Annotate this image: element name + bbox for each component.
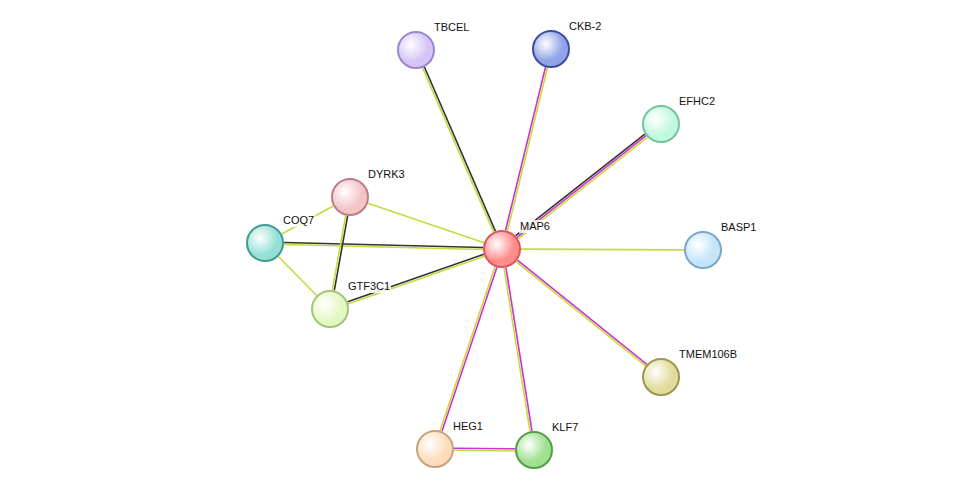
node-circle bbox=[642, 105, 680, 143]
interaction-edge bbox=[516, 260, 647, 366]
evidence-line bbox=[517, 260, 646, 364]
protein-node: DYRK3 bbox=[331, 178, 369, 216]
node-label: HEG1 bbox=[452, 420, 484, 433]
node-label: TMEM106B bbox=[678, 348, 738, 361]
interaction-edge bbox=[348, 254, 485, 303]
protein-node: EFHC2 bbox=[642, 105, 680, 143]
interaction-edge bbox=[332, 216, 347, 291]
evidence-line bbox=[507, 68, 547, 231]
node-circle bbox=[515, 431, 553, 469]
evidence-line bbox=[454, 449, 515, 451]
evidence-line bbox=[282, 206, 334, 234]
evidence-line bbox=[516, 134, 645, 236]
node-circle bbox=[684, 231, 722, 269]
evidence-line bbox=[332, 216, 345, 291]
interaction-edge bbox=[278, 257, 316, 296]
interaction-edge bbox=[423, 67, 496, 232]
node-label: GTF3C1 bbox=[347, 280, 391, 293]
node-circle bbox=[416, 430, 454, 468]
node-label: MAP6 bbox=[519, 220, 551, 233]
interaction-edge bbox=[368, 203, 484, 243]
evidence-line bbox=[423, 68, 494, 232]
node-label: EFHC2 bbox=[678, 95, 716, 108]
evidence-line bbox=[424, 67, 495, 231]
evidence-line bbox=[506, 67, 546, 230]
evidence-line bbox=[518, 137, 647, 239]
protein-node: BASP1 bbox=[684, 231, 722, 269]
interaction-edge bbox=[454, 448, 515, 451]
evidence-line bbox=[506, 268, 532, 431]
evidence-line bbox=[504, 268, 530, 431]
interaction-edge bbox=[506, 67, 548, 231]
protein-node: TBCEL bbox=[397, 31, 435, 69]
protein-node: GTF3C1 bbox=[311, 290, 349, 328]
protein-node: COQ7 bbox=[246, 224, 284, 262]
evidence-line bbox=[516, 262, 645, 366]
node-label: TBCEL bbox=[433, 21, 470, 34]
protein-node: TMEM106B bbox=[642, 358, 680, 396]
protein-node: CKB-2 bbox=[532, 30, 570, 68]
evidence-line bbox=[454, 447, 515, 449]
interaction-edge bbox=[521, 249, 684, 251]
evidence-line bbox=[442, 267, 497, 431]
interaction-edge bbox=[284, 242, 483, 249]
interaction-edge bbox=[440, 267, 497, 432]
node-circle bbox=[532, 30, 570, 68]
node-circle bbox=[331, 178, 369, 216]
node-circle bbox=[642, 358, 680, 396]
evidence-line bbox=[368, 203, 484, 243]
interaction-edge bbox=[282, 206, 334, 234]
node-circle bbox=[311, 290, 349, 328]
evidence-line bbox=[440, 267, 495, 431]
evidence-line bbox=[348, 254, 484, 301]
protein-node: KLF7 bbox=[515, 431, 553, 469]
evidence-line bbox=[521, 248, 684, 250]
node-label: CKB-2 bbox=[568, 20, 602, 33]
protein-node: HEG1 bbox=[416, 430, 454, 468]
interaction-edge bbox=[504, 268, 532, 432]
evidence-line bbox=[284, 242, 483, 247]
node-circle bbox=[397, 31, 435, 69]
evidence-line bbox=[278, 257, 316, 296]
node-label: KLF7 bbox=[551, 421, 579, 434]
evidence-line bbox=[517, 136, 646, 238]
node-circle bbox=[246, 224, 284, 262]
interaction-edge bbox=[516, 134, 648, 239]
node-label: BASP1 bbox=[720, 221, 757, 234]
node-label: COQ7 bbox=[282, 214, 315, 227]
protein-node: MAP6 bbox=[483, 230, 521, 268]
evidence-line bbox=[334, 216, 347, 291]
node-circle bbox=[483, 230, 521, 268]
node-label: DYRK3 bbox=[367, 168, 406, 181]
